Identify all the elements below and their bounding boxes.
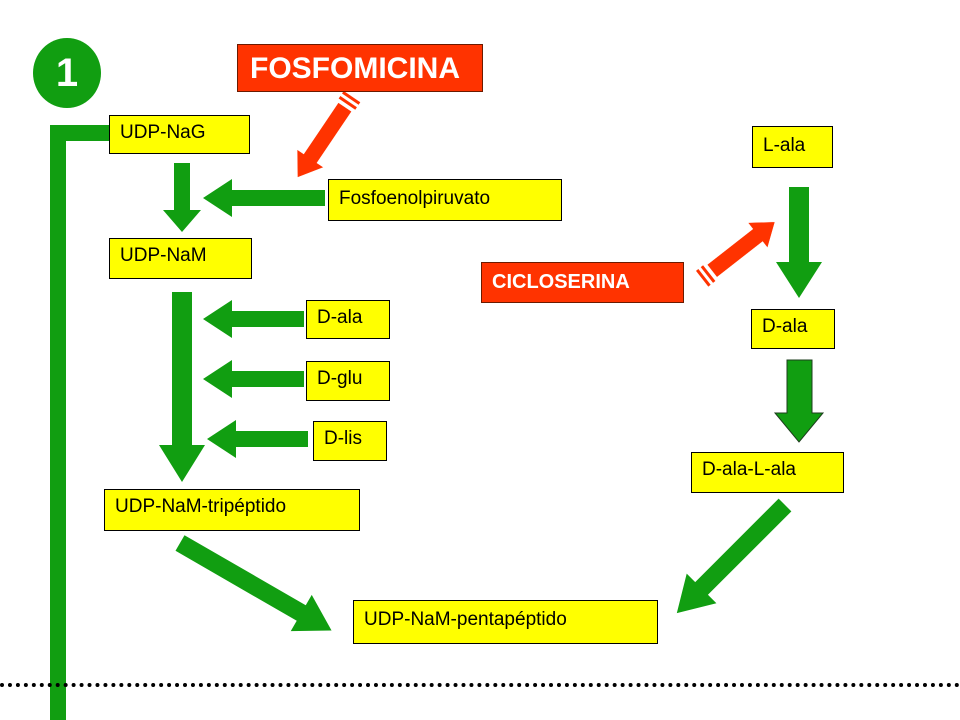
node-l-ala: L-ala: [752, 126, 833, 168]
sidebar-bracket-vertical: [50, 125, 66, 720]
inhibitor-tick: [342, 91, 361, 105]
node-d-ala-right: D-ala: [751, 309, 835, 349]
node-udp-nag: UDP-NaG: [109, 115, 250, 154]
dotted-separator: [0, 683, 960, 687]
node-d-ala-l-ala: D-ala-L-ala: [691, 452, 844, 493]
node-d-ala-left: D-ala: [306, 300, 390, 339]
step-number-badge: 1: [33, 38, 101, 108]
inhibitor-tick: [695, 268, 711, 287]
node-udp-nam: UDP-NaM: [109, 238, 252, 279]
sidebar-bracket-horizontal: [50, 125, 110, 141]
arrow-tripeptide-to-pentapeptide: [175, 535, 332, 632]
arrow-dipeptide-to-pentapeptide: [676, 498, 792, 614]
fosfomicina-label: FOSFOMICINA: [237, 44, 483, 92]
arrow-dglu-to-main: [203, 360, 304, 398]
inhibitor-tick: [338, 96, 357, 110]
node-udp-nam-tripeptido: UDP-NaM-tripéptido: [104, 489, 360, 531]
inhibitor-tick: [700, 265, 716, 283]
arrow-dala-to-dipeptide: [773, 359, 825, 443]
node-d-lis: D-lis: [313, 421, 387, 461]
arrow-nag-to-nam: [163, 163, 201, 232]
arrow-lala-to-dala: [776, 187, 822, 298]
arrow-dala-to-main: [203, 300, 304, 338]
arrow-dlis-to-main: [207, 420, 308, 458]
arrow-pep-to-main: [203, 179, 325, 217]
node-d-glu: D-glu: [306, 361, 390, 401]
node-fosfoenolpiruvato: Fosfoenolpiruvato: [328, 179, 562, 221]
node-udp-nam-pentapeptido: UDP-NaM-pentapéptido: [353, 600, 658, 644]
arrow-fosfomicina-inhibition: [296, 102, 352, 178]
arrow-nam-to-tripeptide: [159, 292, 205, 482]
arrow-cicloserina-inhibition: [706, 221, 776, 278]
cicloserina-label: CICLOSERINA: [481, 262, 684, 303]
